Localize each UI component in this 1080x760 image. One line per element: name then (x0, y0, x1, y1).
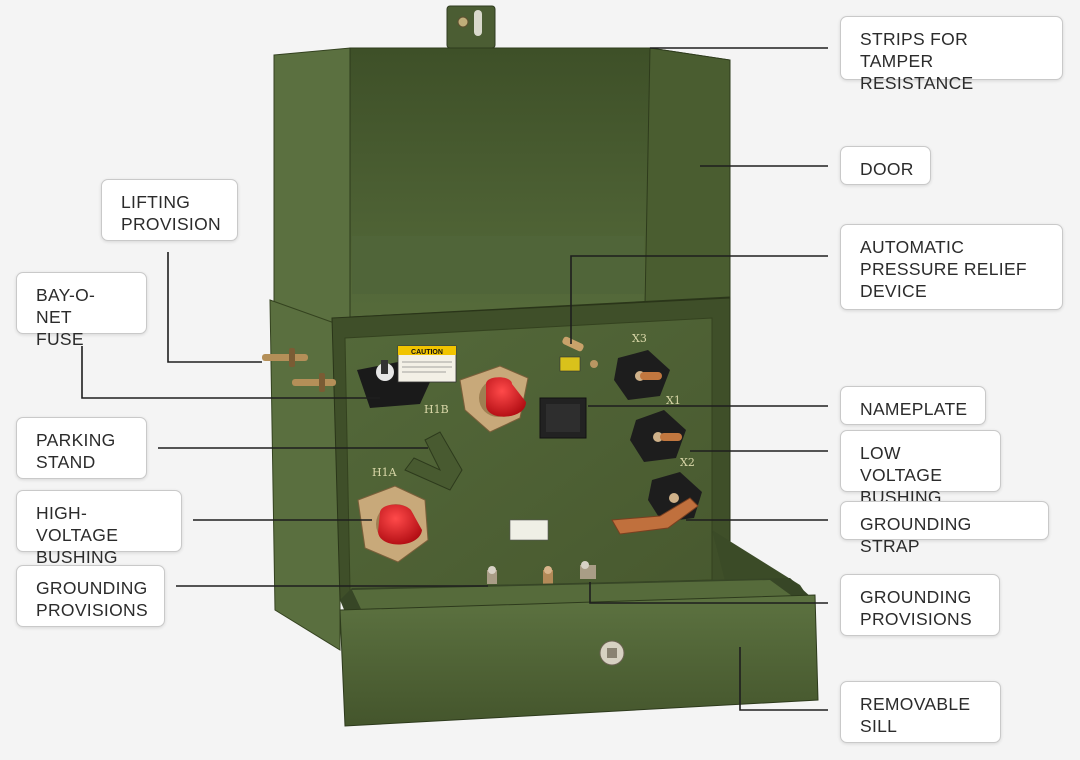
caution-label: CAUTION (397, 345, 457, 383)
door-bottom-lip (352, 236, 644, 294)
label-grounding-provisions-left: GROUNDING PROVISIONS (16, 565, 165, 627)
leader-sill (739, 647, 828, 711)
nameplate (539, 397, 587, 439)
door-right-flap (644, 47, 731, 306)
x1-mark: X1 (666, 394, 681, 407)
leader-lifting (167, 252, 262, 363)
pressure-relief-device (559, 336, 598, 372)
leader-pressure (570, 255, 828, 344)
leader-grounding-right (589, 582, 828, 604)
lifting-lugs (262, 348, 336, 392)
label-bay-o-net-fuse: BAY-O-NET FUSE (16, 272, 147, 349)
label-high-voltage-bushing: HIGH-VOLTAGE BUSHING (16, 490, 182, 567)
caution-text: CAUTION (411, 349, 443, 356)
h1a-mark: H1A (372, 466, 398, 479)
label-door: DOOR (840, 146, 931, 185)
h1b-mark: H1B (424, 403, 449, 416)
label-nameplate: NAMEPLATE (840, 386, 986, 425)
leader-bayonet (81, 346, 380, 399)
top-tab (446, 5, 496, 49)
label-low-voltage-bushing: LOW VOLTAGE BUSHING (840, 430, 1001, 507)
x2-mark: X2 (680, 456, 695, 469)
grounding-strap (611, 497, 699, 535)
label-strips: STRIPS FOR TAMPER RESISTANCE (840, 16, 1063, 93)
low-voltage-bushing-x3: X3 (614, 332, 670, 400)
label-removable-sill: REMOVABLE SILL (840, 681, 1001, 743)
label-grounding-strap: GROUNDING STRAP (840, 501, 1049, 556)
parking-stand (404, 431, 463, 491)
panel-small-label (509, 519, 549, 541)
cabinet-left-side (269, 299, 341, 651)
leader-lines (81, 47, 828, 711)
door-left-flap (273, 47, 351, 331)
x3-mark: X3 (632, 332, 647, 345)
label-pressure-relief: AUTOMATIC PRESSURE RELIEF DEVICE (840, 224, 1063, 310)
low-voltage-bushing-x1: X1 (630, 394, 686, 462)
label-lifting-provision: LIFTING PROVISION (101, 179, 238, 241)
high-voltage-bushing-h1b: H1B (424, 365, 529, 433)
label-parking-stand: PARKING STAND (16, 417, 147, 479)
high-voltage-bushing-h1a: H1A (357, 466, 429, 563)
label-grounding-provisions-right: GROUNDING PROVISIONS (840, 574, 1000, 636)
removable-sill (339, 578, 819, 727)
grounding-provisions (487, 561, 596, 584)
